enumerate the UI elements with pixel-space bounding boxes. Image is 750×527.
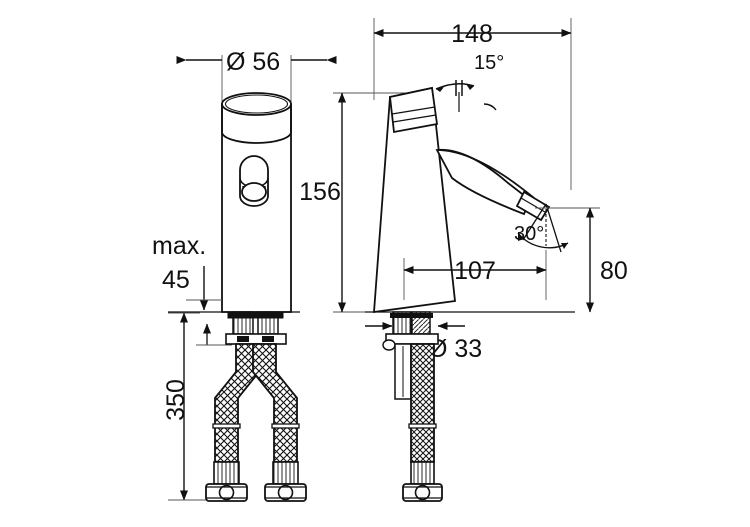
supply-hose-left [205, 343, 260, 502]
side-shank-assembly [382, 311, 439, 400]
dim-height-80: 80 [535, 207, 628, 313]
hose-side-clip [408, 423, 437, 429]
dim-height-156: 156 [299, 92, 430, 313]
supply-hose-side [402, 343, 443, 502]
dim-angle-15: 15° [435, 52, 504, 112]
dim-label-15-deg: 15° [474, 52, 504, 74]
dim-width-148: 148 [373, 18, 572, 190]
dim-label-350: 350 [162, 379, 190, 421]
dim-max-45: max. 45 [152, 232, 222, 311]
cap-bottom-arc [221, 131, 292, 144]
dim-label-30-deg: 30° [514, 223, 544, 245]
hose-right-clip [271, 423, 300, 429]
front-connector-block [225, 311, 287, 345]
supply-hose-right [252, 343, 307, 502]
faucet-body-side [365, 86, 575, 314]
dim-label-148: 148 [451, 20, 493, 48]
cap-top-ellipse [221, 92, 292, 116]
front-view: Ø 56 max. 45 [152, 48, 337, 502]
dim-label-107: 107 [454, 257, 496, 285]
dim-angle-30: 30° [514, 203, 569, 253]
side-view: 148 156 [299, 18, 628, 502]
hose-left-clip [212, 423, 241, 429]
faucet-body-front [221, 92, 292, 313]
dim-hose-350: 350 [162, 312, 232, 501]
dim-label-80: 80 [600, 257, 628, 285]
dim-label-max: max. [152, 232, 206, 260]
dim-diameter-56: Ø 56 [176, 48, 337, 76]
dim-label-45: 45 [162, 266, 190, 294]
dim-label-156: 156 [299, 178, 341, 206]
dim-reach-107: 107 [403, 250, 547, 300]
dim-label-diameter-56: Ø 56 [226, 48, 280, 76]
cap-inner-ellipse [224, 94, 289, 114]
sensor-outlet-front [239, 155, 269, 207]
